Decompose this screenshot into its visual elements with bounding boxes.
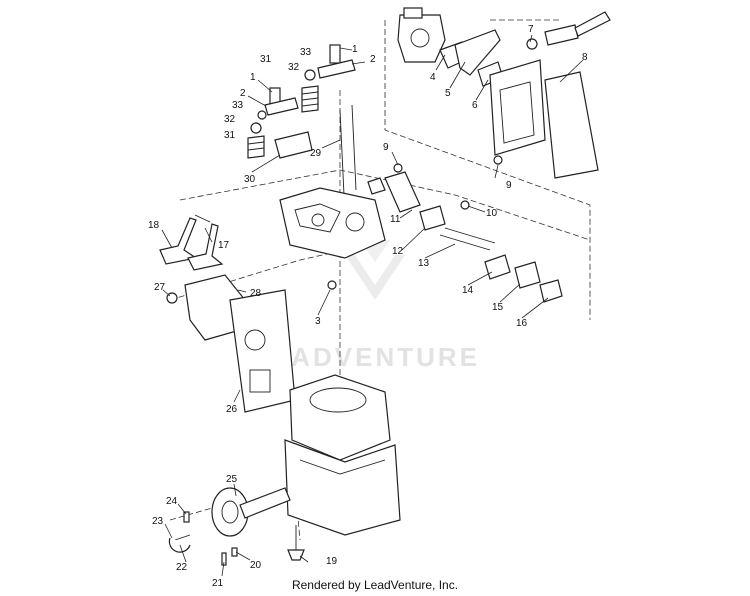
callout-18: 18: [148, 220, 160, 231]
callout-14: 14: [462, 285, 474, 296]
callout-27: 27: [154, 282, 166, 293]
carburetor-part: [397, 7, 446, 63]
callout-19: 19: [326, 556, 338, 567]
rocker-plate: [274, 131, 313, 159]
callout-25: 25: [226, 474, 238, 485]
callout-31b: 31: [224, 130, 236, 141]
callout-16: 16: [516, 318, 528, 329]
callout-17: 17: [218, 240, 230, 251]
cylinder-block: [284, 374, 401, 536]
callout-10: 10: [486, 208, 498, 219]
callout-24: 24: [166, 496, 178, 507]
callout-26: 26: [226, 404, 238, 415]
callout-23: 23: [152, 516, 164, 527]
callout-1a: 1: [352, 44, 358, 55]
callout-5: 5: [445, 88, 451, 99]
callout-33b: 33: [232, 100, 244, 111]
callout-4: 4: [430, 72, 436, 83]
callout-7: 7: [528, 24, 534, 35]
cylinder-head: [279, 187, 386, 259]
callout-1b: 1: [250, 72, 256, 83]
callout-3: 3: [315, 316, 321, 327]
callout-33a: 33: [300, 47, 312, 58]
callout-21: 21: [212, 578, 224, 589]
air-filter-box: [489, 59, 599, 179]
callout-29: 29: [310, 148, 322, 159]
callout-2b: 2: [240, 88, 246, 99]
callout-30: 30: [244, 174, 256, 185]
crankcase-cover: [166, 274, 296, 413]
footer-credit: Rendered by LeadVenture, Inc.: [291, 578, 459, 592]
callout-11: 11: [390, 214, 401, 225]
valves: [159, 214, 224, 271]
intake-parts: [367, 171, 563, 303]
tappet: [287, 525, 305, 561]
small-pins: [183, 163, 403, 566]
callout-20: 20: [250, 560, 262, 571]
callout-2a: 2: [370, 54, 376, 65]
callout-13: 13: [418, 258, 430, 269]
leader-lines: [161, 34, 584, 577]
callout-22: 22: [176, 562, 188, 573]
callout-15: 15: [492, 302, 504, 313]
part-callouts: 1 1 2 2 3 4 5 6 7 8 9 9 10 11 12 13 14 1…: [148, 24, 588, 589]
valve-springs: [247, 85, 319, 159]
callout-31a: 31: [260, 54, 272, 65]
callout-6: 6: [472, 100, 478, 111]
callout-12: 12: [392, 246, 404, 257]
camshaft-gear: [168, 487, 291, 553]
callout-28: 28: [250, 288, 262, 299]
callout-8: 8: [582, 52, 588, 63]
callout-9a: 9: [383, 142, 389, 153]
callout-9b: 9: [506, 180, 512, 191]
callout-32a: 32: [288, 62, 300, 73]
rocker-arm-parts: [257, 44, 356, 120]
callout-32b: 32: [224, 114, 236, 125]
push-rods: [339, 104, 357, 196]
fuel-line-part: [526, 11, 611, 50]
